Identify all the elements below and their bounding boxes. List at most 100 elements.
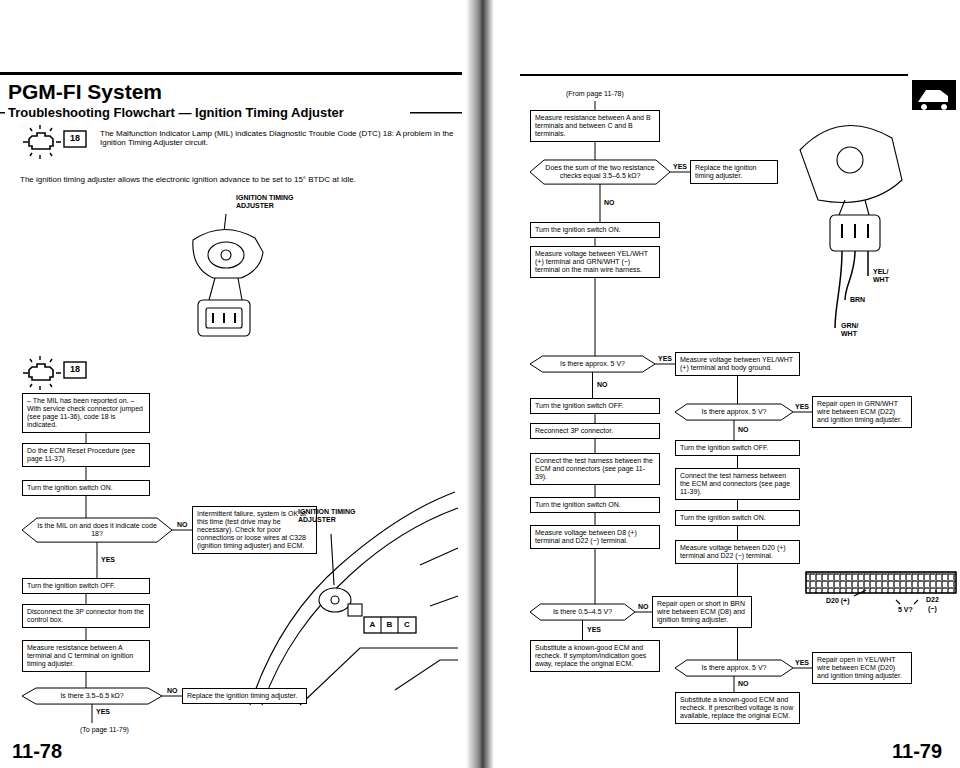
node-text: Is there 0.5–4.5 V? <box>545 608 620 616</box>
node-text: Substitute a known-good ECM and recheck.… <box>680 696 795 720</box>
process-box: Measure voltage between YEL/WHT (+) term… <box>675 352 800 376</box>
edge-label: YES <box>794 659 810 667</box>
process-box: Repair open in GRN/WHT wire between ECM … <box>812 396 912 428</box>
edge-label: YES <box>794 403 810 411</box>
process-box: Turn the ignition switch ON. <box>22 480 150 496</box>
header-rule <box>520 74 908 76</box>
decision-hexagon: Is the MIL on and does it indicate code … <box>22 518 172 542</box>
flow-connector <box>97 542 98 578</box>
node-text: Connect the test harness between the ECM… <box>535 457 655 481</box>
process-box: Measure resistance between A and B termi… <box>530 110 660 142</box>
process-box: Measure resistance between A terminal an… <box>22 640 150 672</box>
connector-face <box>206 308 242 328</box>
process-box: Do the ECM Reset Procedure (see page 11-… <box>22 443 150 467</box>
text-label: (−) <box>928 605 937 613</box>
edge-label: NO <box>176 521 189 529</box>
flow-connector <box>86 467 87 480</box>
process-box: Disconnect the 3P connector from the con… <box>22 604 150 628</box>
flow-connector <box>172 530 192 531</box>
text-label: (To page 11-79) <box>80 726 129 734</box>
process-box: Repair open or short in BRN wire between… <box>652 596 752 628</box>
node-text: Does the sum of the two resistance check… <box>545 164 655 180</box>
text-label: BRN <box>850 296 865 304</box>
decision-border <box>530 604 635 620</box>
process-box: Replace the ignition timing adjuster. <box>182 688 307 704</box>
code-box <box>64 362 86 378</box>
flow-connector <box>162 696 182 697</box>
decision-hexagon: Is there 0.5–4.5 V? <box>530 604 635 620</box>
decision-hexagon: Is there approx. 5 V? <box>675 404 793 420</box>
node-text: Measure voltage between D20 (+) terminal… <box>680 544 795 560</box>
node-text: Is there 3.5–6.5 kΩ? <box>37 692 147 700</box>
off-page-connector <box>595 101 596 110</box>
flow-connector <box>600 184 601 222</box>
flow-connector <box>595 549 596 604</box>
flow-connector <box>793 668 812 669</box>
node-text: Is there approx. 5 V? <box>545 360 640 368</box>
adjuster-body <box>800 126 902 203</box>
mil-symbol <box>23 125 61 159</box>
edge-label: YES <box>672 163 688 171</box>
code-box <box>64 131 86 147</box>
text-label: YES <box>96 708 110 716</box>
node-text: Is the MIL on and does it indicate code … <box>37 522 157 538</box>
body-panel <box>300 548 458 705</box>
text-label: IGNITION TIMING ADJUSTER <box>236 194 310 209</box>
edge-label: YES <box>657 355 673 363</box>
process-box: Measure voltage between D20 (+) terminal… <box>675 540 800 564</box>
edge-label: NO <box>637 603 650 611</box>
off-page-connector <box>92 704 93 723</box>
flow-connector <box>595 238 596 246</box>
node-text: Turn the ignition switch ON. <box>535 501 655 509</box>
node-text: Disconnect the 3P connector from the con… <box>27 608 145 624</box>
process-box: – The MIL has been reported on. – With s… <box>22 393 150 433</box>
text-label: C <box>398 621 416 630</box>
process-box: Measure voltage between YEL/WHT (+) term… <box>530 246 660 278</box>
flow-connector <box>655 364 675 365</box>
process-box: Measure voltage between D8 (+) terminal … <box>530 525 660 549</box>
process-box: Repair open in YEL/WHT wire between ECM … <box>812 652 912 684</box>
text-label: D20 (+) <box>826 597 850 605</box>
edge-label: YES <box>100 556 116 564</box>
node-text: Is there approx. 5 V? <box>690 408 778 416</box>
flow-connector <box>670 172 690 173</box>
node-text: Is there approx. 5 V? <box>690 664 778 672</box>
text-label: B <box>381 621 398 630</box>
edge-label: NO <box>737 426 750 434</box>
node-text: Measure voltage between YEL/WHT (+) term… <box>535 250 655 274</box>
decision-border <box>22 518 172 542</box>
leader-line <box>331 534 334 585</box>
wire-brn <box>845 251 855 300</box>
node-text: Repair open in GRN/WHT wire between ECM … <box>817 400 907 424</box>
process-box: Turn the ignition switch OFF. <box>675 440 800 456</box>
decision-hexagon: Does the sum of the two resistance check… <box>530 160 670 184</box>
subtitle-rule <box>0 112 5 114</box>
decision-hexagon: Is there 3.5–6.5 kΩ? <box>22 688 162 704</box>
node-text: Turn the ignition switch ON. <box>27 484 145 492</box>
decision-hexagon: Is there approx. 5 V? <box>530 356 655 372</box>
decision-hexagon: Is there approx. 5 V? <box>675 660 793 676</box>
edge-label: NO <box>737 680 750 688</box>
flow-connector <box>86 628 87 640</box>
terminal-divider <box>381 617 398 633</box>
decision-border <box>530 356 655 372</box>
process-box: Turn the ignition switch OFF. <box>22 578 150 594</box>
process-box: Turn the ignition switch ON. <box>530 222 660 238</box>
flow-connector <box>734 420 735 440</box>
edge-label: YES <box>586 626 602 634</box>
flow-connector <box>734 676 735 692</box>
text-label: 11-78 <box>12 740 62 762</box>
node-text: Substitute a known-good ECM and recheck.… <box>535 644 655 668</box>
ecm-connector-outline <box>806 572 956 593</box>
node-text: Repair open in YEL/WHT wire between ECM … <box>817 656 907 680</box>
section-icon <box>912 80 956 110</box>
decision-border <box>22 688 162 704</box>
text-label: 18 <box>64 365 86 375</box>
flow-connector <box>595 278 596 356</box>
node-text: Reconnect 3P connector. <box>535 427 655 435</box>
connector-3p <box>198 300 250 336</box>
flow-connector <box>595 414 596 423</box>
adjuster-body <box>193 229 263 278</box>
edge-label: NO <box>596 381 609 389</box>
